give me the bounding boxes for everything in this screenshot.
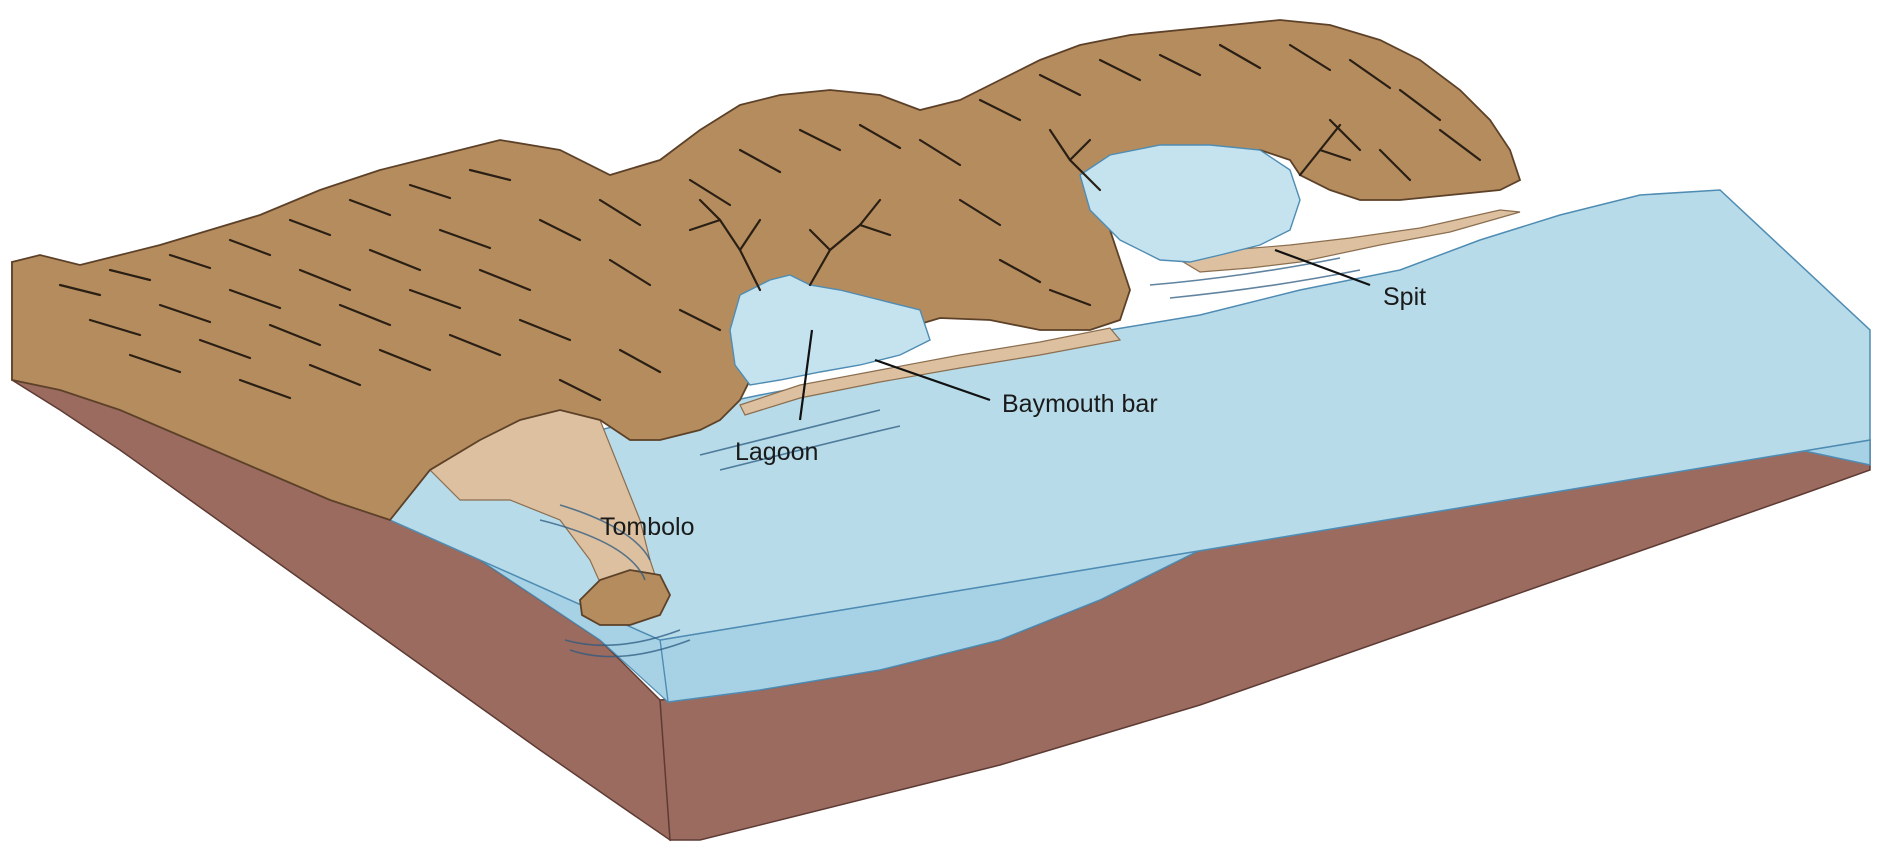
baymouth-bar-label: Baymouth bar bbox=[1002, 390, 1158, 418]
spit-label: Spit bbox=[1383, 283, 1426, 311]
lagoon-label: Lagoon bbox=[735, 438, 818, 466]
tombolo-label: Tombolo bbox=[600, 513, 695, 541]
